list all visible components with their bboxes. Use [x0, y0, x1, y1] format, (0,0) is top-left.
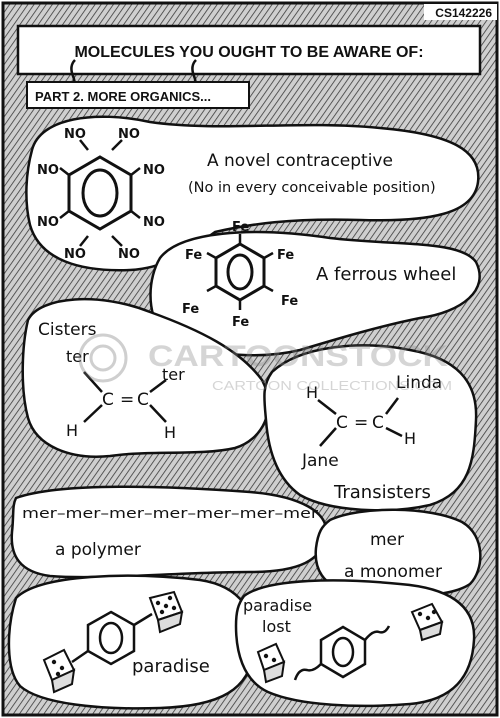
cis-atom-h-left: H: [66, 421, 78, 440]
die-icon: [256, 642, 286, 684]
fe-label: Fe: [232, 315, 249, 330]
cisters-label: Cisters: [38, 320, 97, 340]
fe-label: Fe: [277, 248, 294, 263]
no-caption-line1: A novel contraceptive: [207, 151, 393, 171]
paradise-caption: paradise: [132, 656, 210, 677]
corner-code-box: [424, 4, 497, 20]
panel-cisters: Cisters ter ter C = C H H: [21, 297, 270, 458]
panel-no-ring: NO NO NO NO NO NO NO NO A novel contrace…: [25, 115, 480, 272]
panel-transisters: H Linda C = C H Jane Transisters: [263, 344, 478, 512]
fe-label: Fe: [281, 294, 298, 309]
paradise-lost-aromatic-circle: [331, 636, 355, 668]
trans-atom-h-right: H: [404, 429, 416, 448]
cis-atom-h-right: H: [164, 423, 176, 442]
die-icon: [42, 648, 76, 694]
panel-paradise-lost: paradise lost: [234, 579, 476, 708]
cis-double-bond: =: [120, 390, 134, 410]
polymer-caption: a polymer: [55, 540, 141, 560]
trans-double-bond: =: [354, 413, 368, 433]
subtitle-tag: PART 2. MORE ORGANICS...: [26, 81, 250, 109]
no-label: NO: [143, 163, 165, 178]
cis-ter-right: ter: [162, 365, 185, 384]
title: MOLECULES YOU OUGHT TO BE AWARE OF:: [74, 44, 423, 61]
cis-atom-c-right: C: [137, 390, 149, 410]
no-caption-line2: (No in every conceivable position): [188, 180, 436, 196]
monomer-caption: a monomer: [344, 562, 442, 582]
watermark-main: CARTOONSTOCK: [148, 340, 448, 373]
no-label: NO: [143, 215, 165, 230]
die-icon: [148, 590, 184, 634]
panel-paradise: paradise: [7, 574, 256, 710]
trans-name-top: Linda: [396, 373, 442, 393]
paradise-aromatic-circle: [98, 621, 124, 655]
no-label: NO: [118, 247, 140, 262]
panel-monomer: mer a monomer: [314, 508, 482, 598]
no-label: NO: [118, 127, 140, 142]
watermark: CARTOONSTOCK CARTOON COLLECTIONS.COM: [78, 333, 452, 393]
fe-caption: A ferrous wheel: [316, 264, 456, 285]
fe-label: Fe: [232, 220, 249, 235]
monomer-word: mer: [370, 530, 404, 550]
no-label: NO: [64, 247, 86, 262]
paradise-lost-caption-line2: lost: [262, 617, 291, 636]
panel-fe-ring: Fe Fe Fe Fe Fe Fe A ferrous wheel: [149, 220, 481, 357]
die-icon: [410, 602, 444, 642]
polymer-chain: mer–mer–mer–mer–mer–mer–mer: [22, 506, 318, 522]
paradise-lost-caption-line1: paradise: [243, 596, 312, 615]
cis-atom-c-left: C: [102, 390, 114, 410]
cis-ter-left: ter: [66, 347, 89, 366]
no-label: NO: [64, 127, 86, 142]
no-label: NO: [37, 215, 59, 230]
no-label: NO: [37, 163, 59, 178]
corner-code: CS142226: [435, 6, 492, 20]
title-banner: MOLECULES YOU OUGHT TO BE AWARE OF:: [16, 24, 482, 76]
fe-label: Fe: [185, 248, 202, 263]
transisters-label: Transisters: [333, 482, 431, 503]
panel-polymer: mer–mer–mer–mer–mer–mer–mer a polymer: [10, 485, 328, 579]
trans-atom-c-right: C: [372, 413, 384, 433]
fe-aromatic-circle: [226, 253, 254, 291]
subtitle: PART 2. MORE ORGANICS...: [35, 89, 211, 104]
no-aromatic-circle: [81, 168, 119, 218]
trans-atom-c-left: C: [336, 413, 348, 433]
trans-name-bottom: Jane: [301, 451, 339, 471]
watermark-site: CARTOON COLLECTIONS.COM: [212, 378, 452, 393]
trans-atom-h: H: [306, 383, 318, 402]
fe-label: Fe: [182, 302, 199, 317]
